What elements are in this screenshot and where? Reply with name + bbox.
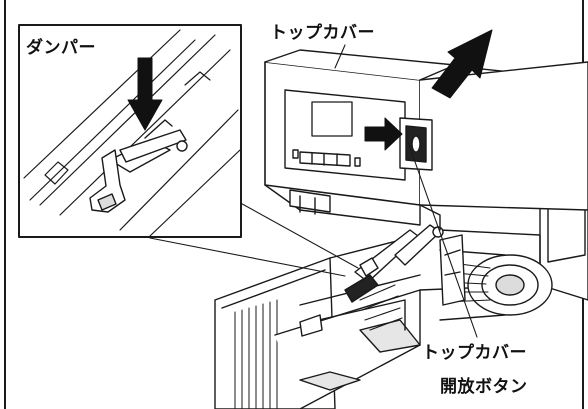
release-button-label-line1: トップカバー bbox=[422, 342, 527, 364]
press-arrow-icon bbox=[364, 117, 403, 151]
top-cover-label: トップカバー bbox=[270, 22, 375, 44]
push-down-arrow-icon bbox=[127, 57, 163, 131]
release-button-label-line2: 開放ボタン bbox=[440, 376, 528, 398]
front-ribs bbox=[234, 299, 278, 409]
damper-label: ダンパー bbox=[26, 37, 96, 59]
detail-inset bbox=[18, 24, 242, 238]
paper-roll bbox=[359, 234, 553, 331]
lift-arrow-icon bbox=[431, 29, 493, 99]
top-cover bbox=[264, 49, 588, 231]
